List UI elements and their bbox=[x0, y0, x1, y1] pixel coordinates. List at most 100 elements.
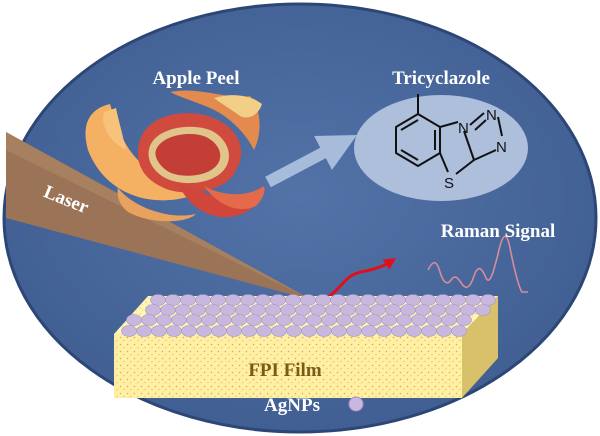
nanoparticle bbox=[286, 325, 302, 337]
nanoparticle bbox=[141, 314, 157, 326]
nanoparticle bbox=[361, 325, 377, 337]
nanoparticle bbox=[186, 314, 202, 326]
nanoparticle bbox=[231, 314, 247, 326]
nanoparticle bbox=[145, 304, 161, 316]
nanoparticle bbox=[261, 314, 277, 326]
nanoparticle bbox=[421, 325, 437, 337]
label-tricyclazole: Tricyclazole bbox=[392, 68, 490, 89]
raman-spectrum bbox=[427, 235, 528, 293]
nanoparticle bbox=[426, 314, 442, 326]
nanoparticle bbox=[435, 294, 451, 306]
nanoparticle bbox=[271, 325, 287, 337]
nanoparticle bbox=[381, 314, 397, 326]
nanoparticle bbox=[121, 325, 137, 337]
atom-n2: N bbox=[486, 107, 497, 124]
nanoparticle bbox=[240, 294, 256, 306]
nanoparticle bbox=[376, 325, 392, 337]
nanoparticle bbox=[166, 325, 182, 337]
nanoparticle bbox=[235, 304, 251, 316]
nanoparticle bbox=[441, 314, 457, 326]
nanoparticle bbox=[171, 314, 187, 326]
nanoparticle bbox=[295, 304, 311, 316]
nanoparticle bbox=[280, 304, 296, 316]
nanoparticle bbox=[175, 304, 191, 316]
nanoparticle bbox=[391, 325, 407, 337]
nanoparticle bbox=[205, 304, 221, 316]
scatter-arrow-icon bbox=[313, 258, 396, 304]
nanoparticle bbox=[460, 304, 476, 316]
nanoparticle bbox=[345, 294, 361, 306]
nanoparticle bbox=[190, 304, 206, 316]
nanoparticle bbox=[250, 304, 266, 316]
nanoparticle bbox=[136, 325, 152, 337]
nanoparticle bbox=[180, 294, 196, 306]
label-raman-signal: Raman Signal bbox=[441, 221, 556, 242]
nanoparticle bbox=[211, 325, 227, 337]
nanoparticle bbox=[351, 314, 367, 326]
nanoparticle bbox=[246, 314, 262, 326]
nanoparticle bbox=[306, 314, 322, 326]
tricyclazole-molecule: N N N S bbox=[354, 94, 528, 201]
nanoparticle bbox=[181, 325, 197, 337]
nanoparticle bbox=[330, 294, 346, 306]
nanoparticle bbox=[270, 294, 286, 306]
nanoparticle bbox=[406, 325, 422, 337]
nanoparticle bbox=[475, 304, 491, 316]
nanoparticle bbox=[315, 294, 331, 306]
nanoparticle bbox=[355, 304, 371, 316]
extraction-arrow bbox=[265, 135, 357, 188]
nanoparticle bbox=[451, 325, 467, 337]
nanoparticle bbox=[285, 294, 301, 306]
label-fpi-film: FPI Film bbox=[248, 360, 322, 381]
nanoparticle bbox=[255, 294, 271, 306]
nanoparticle bbox=[195, 294, 211, 306]
nanoparticle bbox=[411, 314, 427, 326]
nanoparticle bbox=[220, 304, 236, 316]
nanoparticle bbox=[450, 294, 466, 306]
nanoparticle bbox=[405, 294, 421, 306]
nanoparticle bbox=[301, 325, 317, 337]
nanoparticle bbox=[385, 304, 401, 316]
nanoparticle bbox=[331, 325, 347, 337]
nanoparticle bbox=[420, 294, 436, 306]
nanoparticle bbox=[346, 325, 362, 337]
film-side-face bbox=[462, 296, 498, 398]
nanoparticle bbox=[265, 304, 281, 316]
label-apple-peel: Apple Peel bbox=[152, 68, 239, 89]
nanoparticle bbox=[225, 294, 241, 306]
nanoparticle bbox=[390, 294, 406, 306]
nanoparticle bbox=[336, 314, 352, 326]
film-front-face bbox=[114, 334, 462, 398]
nanoparticle bbox=[160, 304, 176, 316]
nanoparticle bbox=[196, 325, 212, 337]
nanoparticle bbox=[370, 304, 386, 316]
nanoparticle bbox=[316, 325, 332, 337]
atom-s: S bbox=[444, 175, 454, 192]
nanoparticle bbox=[436, 325, 452, 337]
nanoparticle-layer bbox=[121, 294, 496, 337]
nanoparticle bbox=[150, 294, 166, 306]
nanoparticle bbox=[465, 294, 481, 306]
nanoparticle bbox=[396, 314, 412, 326]
atom-n1: N bbox=[458, 120, 469, 137]
nanoparticle bbox=[226, 325, 242, 337]
nanoparticle bbox=[241, 325, 257, 337]
nanoparticle bbox=[325, 304, 341, 316]
nanoparticle bbox=[156, 314, 172, 326]
nanoparticle bbox=[456, 314, 472, 326]
nanoparticle bbox=[310, 304, 326, 316]
nanoparticle bbox=[400, 304, 416, 316]
label-agnps: AgNPs bbox=[264, 395, 320, 416]
nanoparticle bbox=[276, 314, 292, 326]
nanoparticle bbox=[375, 294, 391, 306]
apple-peel-icon bbox=[85, 90, 265, 222]
nanoparticle bbox=[151, 325, 167, 337]
agnps-legend-dot-icon bbox=[348, 396, 364, 412]
nanoparticle bbox=[415, 304, 431, 316]
nanoparticle bbox=[126, 314, 142, 326]
nanoparticle bbox=[210, 294, 226, 306]
atom-n3: N bbox=[496, 139, 507, 156]
nanoparticle bbox=[291, 314, 307, 326]
nanoparticle bbox=[430, 304, 446, 316]
nanoparticle bbox=[360, 294, 376, 306]
